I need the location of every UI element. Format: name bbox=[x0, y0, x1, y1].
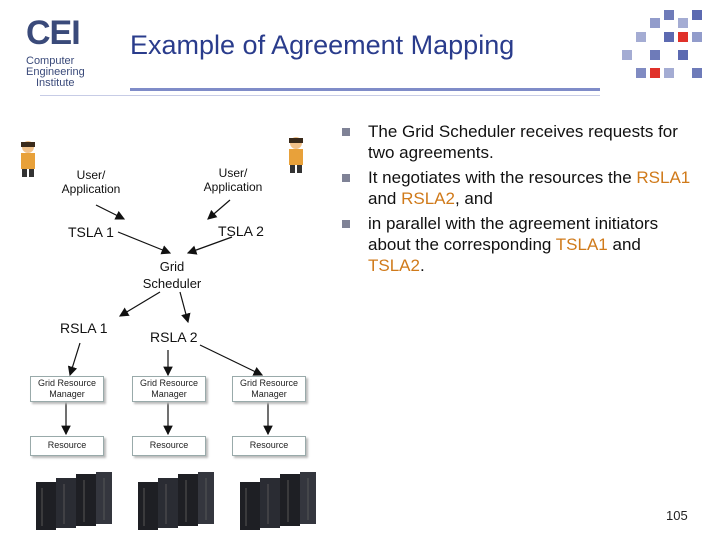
bullet-3-text-pre: in parallel with the agreement initiator… bbox=[368, 214, 659, 254]
server-rack-icon-3 bbox=[240, 472, 316, 530]
bullet-2-highlight-rsla1: RSLA1 bbox=[636, 168, 691, 187]
grm-label-1: Grid Resource Manager bbox=[37, 378, 97, 399]
user-left-icon bbox=[21, 141, 35, 177]
bullet-square-icon bbox=[342, 174, 350, 182]
page-number: 105 bbox=[666, 508, 688, 523]
user-application-left-label: User/ Application bbox=[61, 168, 121, 196]
logo-line-3: Institute bbox=[36, 77, 75, 89]
grm-label-2: Grid Resource Manager bbox=[139, 378, 199, 399]
resource-label-1: Resource bbox=[47, 440, 87, 450]
bullet-list: The Grid Scheduler receives requests for… bbox=[340, 121, 700, 280]
slide-title: Example of Agreement Mapping bbox=[130, 30, 515, 60]
bullet-3-highlight-tsla1: TSLA1 bbox=[555, 235, 608, 254]
server-rack-icon-1 bbox=[36, 472, 112, 530]
user-right-icon bbox=[289, 137, 303, 173]
resource-box-1: Resource bbox=[30, 436, 104, 456]
bullet-item-2: It negotiates with the resources the RSL… bbox=[340, 167, 700, 209]
user-application-right-label: User/ Application bbox=[203, 166, 263, 194]
server-rack-icon-2 bbox=[138, 472, 214, 530]
logo-line-2: Engineering bbox=[26, 66, 85, 78]
resource-label-2: Resource bbox=[149, 440, 189, 450]
bullet-square-icon bbox=[342, 220, 350, 228]
bullet-3-text-mid: and bbox=[607, 235, 641, 254]
grid-resource-manager-box-2: Grid Resource Manager bbox=[132, 376, 206, 402]
bullet-square-icon bbox=[342, 128, 350, 136]
bullet-item-1: The Grid Scheduler receives requests for… bbox=[340, 121, 700, 163]
bullet-2-text-mid: and bbox=[368, 189, 402, 208]
resource-label-3: Resource bbox=[249, 440, 289, 450]
bullet-2-text-post: , and bbox=[454, 189, 493, 208]
bullet-3-highlight-tsla2: TSLA2 bbox=[368, 256, 420, 275]
bullet-2-text-pre: It negotiates with the resources the bbox=[368, 168, 637, 187]
grid-resource-manager-box-1: Grid Resource Manager bbox=[30, 376, 104, 402]
rsla2-label: RSLA 2 bbox=[150, 329, 198, 345]
diagram-connectors bbox=[61, 199, 273, 436]
tsla2-label: TSLA 2 bbox=[218, 223, 264, 239]
bullet-item-3: in parallel with the agreement initiator… bbox=[340, 213, 700, 276]
title-underline bbox=[130, 88, 600, 91]
resource-box-2: Resource bbox=[132, 436, 206, 456]
bullet-2-highlight-rsla2: RSLA2 bbox=[401, 189, 455, 208]
title-underline-thin bbox=[40, 95, 600, 96]
bullet-3-text-post: . bbox=[419, 256, 425, 275]
grm-label-3: Grid Resource Manager bbox=[239, 378, 299, 399]
logo-line-1: Computer bbox=[26, 55, 75, 67]
rsla1-label: RSLA 1 bbox=[60, 320, 108, 336]
tsla1-label: TSLA 1 bbox=[68, 224, 114, 240]
bullet-1-text: The Grid Scheduler receives requests for… bbox=[368, 122, 678, 162]
logo-letters: CEI bbox=[26, 14, 81, 52]
resource-box-3: Resource bbox=[232, 436, 306, 456]
decorative-grid-graphic bbox=[622, 10, 702, 78]
grid-scheduler-label: Grid Scheduler bbox=[142, 259, 202, 291]
cei-logo: CEI Computer Engineering Institute bbox=[22, 14, 102, 92]
grid-resource-manager-box-3: Grid Resource Manager bbox=[232, 376, 306, 402]
